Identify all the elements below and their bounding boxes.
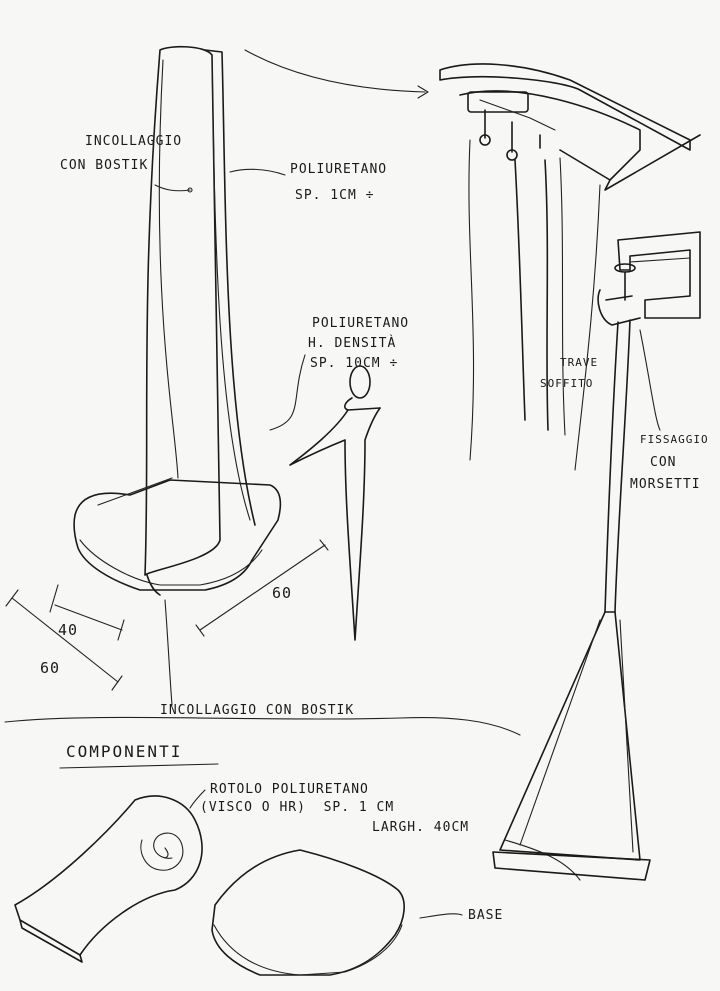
swing-main-sketch (73, 45, 282, 706)
label-incollaggio-top-1: INCOLLAGGIO (85, 134, 183, 149)
label-poliuretano-hd-2: H. DENSITÀ (308, 336, 397, 351)
label-fissaggio-1: FISSAGGIO (640, 433, 709, 446)
label-base: BASE (468, 908, 504, 923)
foam-roll-sketch (14, 789, 206, 963)
label-trave-1: TRAVE (560, 356, 599, 369)
label-rotolo-2: (VISCO O HR) SP. 1 CM (200, 800, 395, 815)
label-poliuretano-1cm-2: SP. 1CM ÷ (295, 188, 375, 203)
label-fissaggio-3: MORSETTI (630, 477, 701, 492)
label-rotolo-3: LARGH. 40CM (372, 820, 470, 835)
human-figure (289, 365, 381, 641)
dimension-lines (5, 539, 329, 691)
label-incollaggio-bottom: INCOLLAGGIO CON BOSTIK (160, 703, 355, 718)
dimension-60-right: 60 (272, 584, 293, 602)
label-rotolo-1: ROTOLO POLIURETANO (210, 782, 369, 797)
label-incollaggio-top-2: CON BOSTIK (60, 158, 149, 173)
dimension-60-left: 60 (40, 659, 61, 677)
label-poliuretano-hd-1: POLIURETANO (312, 316, 410, 331)
heading-componenti: COMPONENTI (66, 742, 183, 761)
label-poliuretano-1cm-1: POLIURETANO (290, 162, 388, 177)
dimension-40: 40 (58, 621, 79, 639)
hanging-swing-sketch (492, 231, 701, 881)
section-divider (4, 716, 521, 736)
label-poliuretano-hd-3: SP. 10CM ÷ (310, 356, 399, 371)
label-fissaggio-2: CON (650, 455, 677, 470)
label-trave-2: SOFFITO (540, 377, 594, 390)
componenti-underline (59, 763, 219, 769)
base-cushion-sketch (211, 849, 405, 976)
ceiling-mount-detail (439, 63, 701, 471)
